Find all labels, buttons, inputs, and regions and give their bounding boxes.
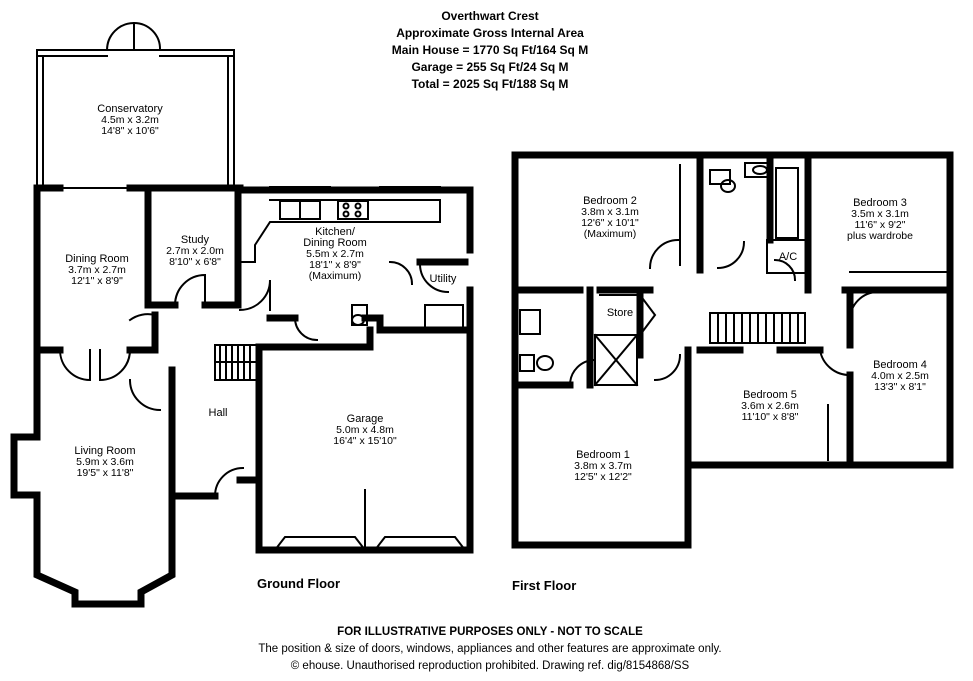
- room-study: Study 2.7m x 2.0m 8'10" x 6'8": [155, 235, 235, 268]
- room-imperial: 11'6" x 9'2": [854, 219, 906, 231]
- room-bedroom-2: Bedroom 2 3.8m x 3.1m 12'6" x 10'1" (Max…: [560, 196, 660, 240]
- room-name: Hall: [208, 407, 228, 419]
- disclaimer-heading: FOR ILLUSTRATIVE PURPOSES ONLY - NOT TO …: [337, 626, 643, 638]
- ground-floor-label: Ground Floor: [257, 576, 341, 591]
- room-imperial: 13'3" x 8'1": [874, 381, 926, 393]
- room-name: Living Room: [74, 445, 136, 457]
- first-floor-label: First Floor: [512, 578, 577, 593]
- room-imperial: 12'6" x 10'1": [581, 217, 639, 229]
- room-metric: 5.0m x 4.8m: [336, 424, 394, 436]
- room-imperial: 8'10" x 6'8": [169, 256, 221, 268]
- room-metric: 4.5m x 3.2m: [101, 114, 159, 126]
- room-name: Dining Room: [65, 253, 129, 265]
- room-note: plus wardrobe: [847, 230, 913, 242]
- room-name: Bedroom 5: [743, 389, 797, 401]
- room-imperial: 11'10" x 8'8": [741, 411, 799, 423]
- room-bedroom-3: Bedroom 3 3.5m x 3.1m 11'6" x 9'2" plus …: [825, 198, 935, 242]
- room-imperial: 12'1" x 8'9": [71, 275, 123, 287]
- room-name: Study: [180, 234, 210, 246]
- room-metric: 4.0m x 2.5m: [871, 370, 929, 382]
- room-name: Bedroom 3: [853, 197, 907, 209]
- room-metric: 3.5m x 3.1m: [851, 208, 909, 220]
- room-imperial: 18'1" x 8'9": [309, 259, 361, 271]
- disclaimer-text: The position & size of doors, windows, a…: [258, 643, 722, 655]
- room-metric: 3.8m x 3.7m: [574, 460, 632, 472]
- room-bedroom-5: Bedroom 5 3.6m x 2.6m 11'10" x 8'8": [715, 390, 825, 423]
- room-name: Garage: [346, 413, 384, 425]
- room-kitchen: Kitchen/ Dining Room 5.5m x 2.7m 18'1" x…: [290, 227, 380, 282]
- room-bedroom-1: Bedroom 1 3.8m x 3.7m 12'5" x 12'2": [553, 450, 653, 483]
- room-metric: 3.7m x 2.7m: [68, 264, 126, 276]
- header: Overthwart Crest Approximate Gross Inter…: [300, 8, 680, 93]
- room-dining: Dining Room 3.7m x 2.7m 12'1" x 8'9": [52, 254, 142, 287]
- room-name: Bedroom 4: [873, 359, 927, 371]
- room-bedroom-4: Bedroom 4 4.0m x 2.5m 13'3" x 8'1": [850, 360, 950, 393]
- room-living: Living Room 5.9m x 3.6m 19'5" x 11'8": [55, 446, 155, 479]
- total-area: Total = 2025 Sq Ft/188 Sq M: [411, 77, 569, 91]
- room-metric: 5.5m x 2.7m: [306, 248, 364, 260]
- footer: FOR ILLUSTRATIVE PURPOSES ONLY - NOT TO …: [150, 624, 830, 675]
- room-name: A/C: [778, 251, 798, 263]
- area-subtitle: Approximate Gross Internal Area: [396, 26, 584, 40]
- room-imperial: 14'8" x 10'6": [101, 125, 159, 137]
- room-metric: 5.9m x 3.6m: [76, 456, 134, 468]
- room-name-2: Dining Room: [303, 237, 367, 249]
- garage-area: Garage = 255 Sq Ft/24 Sq M: [411, 60, 569, 74]
- room-imperial: 16'4" x 15'10": [333, 435, 397, 447]
- room-utility: Utility: [418, 274, 468, 285]
- room-note: (Maximum): [308, 270, 362, 282]
- room-name: Conservatory: [97, 103, 163, 115]
- main-house-area: Main House = 1770 Sq Ft/164 Sq M: [391, 43, 589, 57]
- property-title: Overthwart Crest: [441, 9, 539, 23]
- room-name: Kitchen/: [315, 226, 355, 238]
- room-note: (Maximum): [583, 228, 637, 240]
- room-imperial: 19'5" x 11'8": [76, 467, 134, 479]
- room-store: Store: [600, 308, 640, 319]
- room-garage: Garage 5.0m x 4.8m 16'4" x 15'10": [315, 414, 415, 447]
- room-conservatory: Conservatory 4.5m x 3.2m 14'8" x 10'6": [80, 104, 180, 137]
- room-hall: Hall: [198, 408, 238, 419]
- room-metric: 3.6m x 2.6m: [741, 400, 799, 412]
- room-name: Store: [606, 307, 634, 319]
- room-imperial: 12'5" x 12'2": [574, 471, 632, 483]
- ground-floor-walls: [10, 184, 474, 608]
- room-name: Bedroom 1: [576, 449, 630, 461]
- copyright-text: © ehouse. Unauthorised reproduction proh…: [290, 660, 690, 672]
- room-metric: 3.8m x 3.1m: [581, 206, 639, 218]
- room-name: Bedroom 2: [583, 195, 637, 207]
- room-metric: 2.7m x 2.0m: [166, 245, 224, 257]
- room-ac: A/C: [770, 252, 806, 263]
- room-name: Utility: [429, 273, 457, 285]
